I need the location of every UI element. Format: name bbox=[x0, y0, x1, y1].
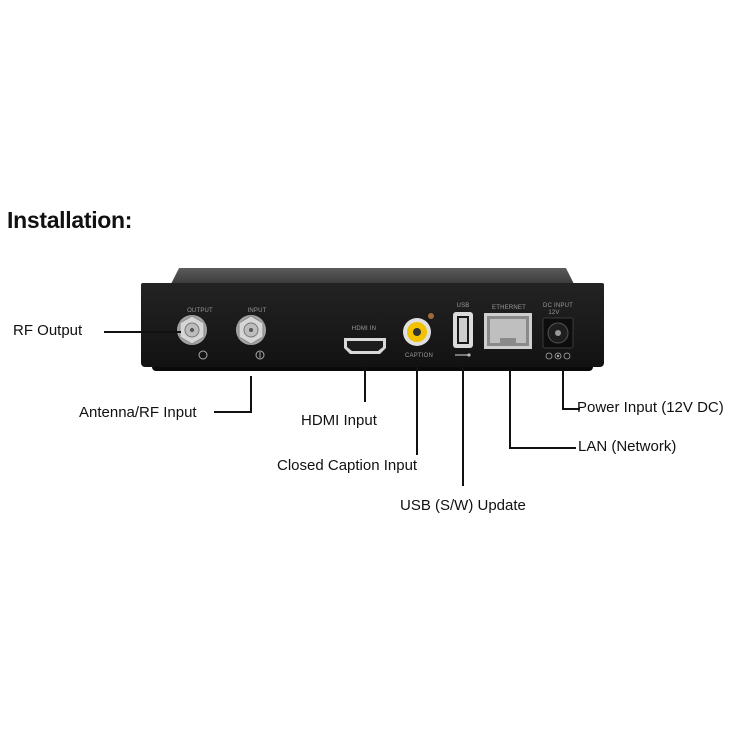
callout-power-input: Power Input (12V DC) bbox=[577, 399, 724, 416]
panel-label-output: OUTPUT bbox=[187, 308, 213, 314]
callout-lan-network: LAN (Network) bbox=[578, 438, 677, 455]
panel-label-dc-input: DC INPUT bbox=[543, 303, 573, 309]
usb-symbol-icon bbox=[455, 353, 471, 357]
device-top-surface bbox=[171, 268, 574, 284]
panel-label-usb: USB bbox=[456, 303, 470, 309]
callout-lines bbox=[104, 331, 580, 486]
callout-usb-update: USB (S/W) Update bbox=[400, 497, 526, 514]
dc-power-jack bbox=[542, 317, 574, 349]
panel-label-input: INPUT bbox=[247, 308, 267, 314]
panel-label-hdmi-in: HDMI IN bbox=[351, 326, 377, 332]
lan-leader bbox=[509, 370, 576, 449]
antenna-input-leader bbox=[214, 376, 252, 413]
hdmi-port bbox=[344, 338, 386, 354]
caption-rca-jack bbox=[403, 313, 434, 346]
dc-polarity-icon bbox=[545, 352, 571, 360]
rf-output-connector bbox=[177, 315, 207, 345]
panel-label-dc-voltage: 12V bbox=[548, 310, 560, 316]
antenna-input-connector bbox=[236, 315, 266, 345]
power-leader bbox=[562, 370, 580, 410]
callout-rf-output: RF Output bbox=[13, 322, 83, 339]
antenna-symbol-icon bbox=[198, 350, 265, 360]
callout-closed-caption-input: Closed Caption Input bbox=[277, 457, 418, 474]
ethernet-port bbox=[484, 313, 532, 349]
callout-hdmi-input: HDMI Input bbox=[301, 412, 377, 429]
usb-port bbox=[453, 312, 473, 348]
callout-antenna-rf-input: Antenna/RF Input bbox=[79, 404, 197, 421]
panel-label-ethernet: ETHERNET bbox=[492, 305, 526, 311]
panel-label-caption: CAPTION bbox=[404, 353, 434, 359]
section-title: Installation: bbox=[7, 207, 133, 233]
device-base bbox=[152, 367, 593, 371]
